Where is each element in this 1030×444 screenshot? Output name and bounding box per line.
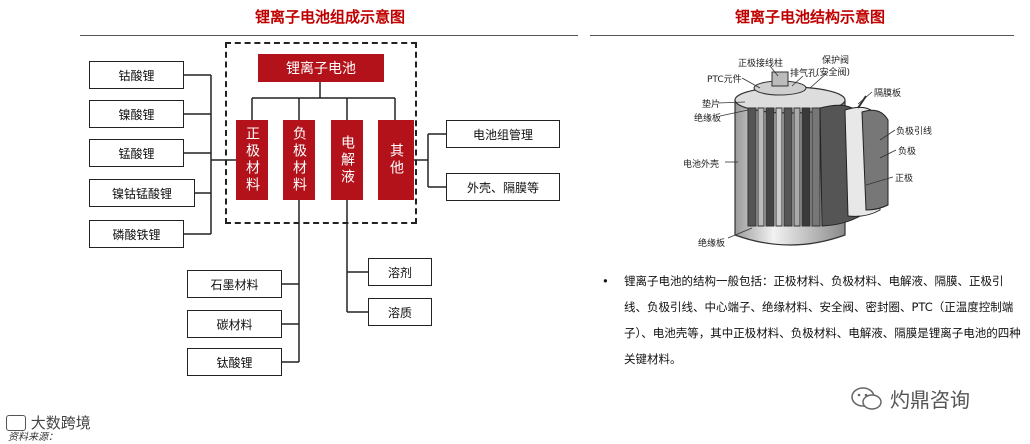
structure-description-text: 锂离子电池的结构一般包括：正极材料、负极材料、电解液、隔膜、正极引线、负极引线、…: [624, 274, 1021, 366]
cathode-lmo: 锰酸锂: [89, 139, 184, 167]
bullet-dot: •: [602, 274, 609, 288]
anode-carbon: 碳材料: [187, 310, 282, 338]
cathode-lfp: 磷酸铁锂: [89, 220, 184, 248]
label-positive-terminal: 正极接线柱: [738, 59, 784, 69]
label-safety-valve-sub: (安全阀): [816, 68, 851, 78]
label-case: 电池外壳: [683, 160, 720, 170]
logo-mark-icon: [6, 414, 26, 431]
cathode-lno: 镍酸锂: [89, 100, 184, 128]
cathode-ncm: 镍钴锰酸锂: [89, 179, 195, 207]
wechat-icon: [851, 386, 882, 410]
label-insulator-top: 绝缘板: [694, 114, 722, 124]
label-safety-valve: 保护阀: [822, 56, 850, 66]
label-ptc: PTC元件: [707, 75, 742, 85]
battery-dashed-frame: [225, 42, 417, 224]
other-case-separator: 外壳、隔膜等: [446, 173, 560, 201]
label-negative-lead: 负极引线: [896, 127, 933, 137]
label-vent: 排气孔: [790, 69, 818, 79]
left-title-rule: [80, 35, 578, 36]
component-other: 其他: [378, 120, 414, 200]
anode-lto: 钛酸锂: [187, 348, 282, 376]
component-electrolyte: 电解液: [331, 120, 363, 200]
label-positive: 正极: [895, 174, 914, 184]
label-gasket: 垫片: [702, 100, 721, 110]
label-insulator-bottom: 绝缘板: [698, 239, 726, 249]
electrolyte-solvent: 溶剂: [368, 258, 432, 286]
electrolyte-solute: 溶质: [368, 298, 432, 326]
anode-graphite: 石墨材料: [187, 270, 282, 298]
source-label: 资料来源：: [8, 432, 58, 443]
lithium-battery-box: 锂离子电池: [258, 54, 384, 82]
cathode-lco: 钴酸锂: [89, 61, 184, 89]
label-separator: 隔膜板: [874, 89, 902, 99]
label-negative: 负极: [898, 147, 917, 157]
brand-name: 灼鼎咨询: [890, 388, 970, 412]
right-title-rule: [590, 35, 1014, 36]
other-bms: 电池组管理: [446, 120, 560, 148]
brand-watermark: 灼鼎咨询: [850, 384, 970, 413]
right-diagram-title: 锂离子电池结构示意图: [734, 8, 885, 26]
component-cathode: 正极材料: [236, 120, 268, 200]
component-anode: 负极材料: [283, 120, 315, 200]
watermark-logo: 大数跨境: [6, 412, 91, 433]
left-diagram-title: 锂离子电池组成示意图: [254, 8, 405, 26]
